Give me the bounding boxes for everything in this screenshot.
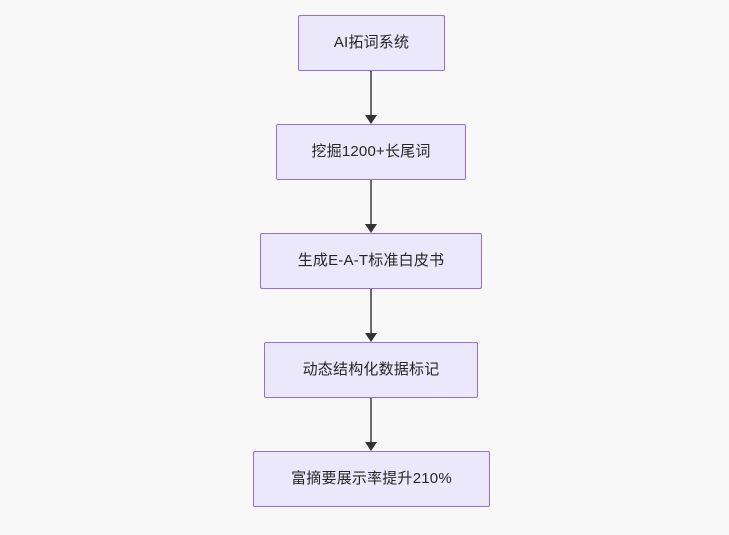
- flow-edge-2-3: [365, 180, 377, 233]
- edge-line: [370, 71, 372, 116]
- flow-node-dynamic-structured-data-markup[interactable]: 动态结构化数据标记: [264, 342, 478, 398]
- arrowhead-icon: [365, 115, 377, 124]
- flow-node-label: 生成E-A-T标准白皮书: [297, 252, 445, 269]
- flow-node-ai-keyword-system[interactable]: AI拓词系统: [298, 15, 445, 71]
- flow-node-label: 动态结构化数据标记: [302, 361, 440, 378]
- edge-line: [370, 180, 372, 225]
- arrowhead-icon: [365, 224, 377, 233]
- arrowhead-icon: [365, 333, 377, 342]
- flow-edge-1-2: [365, 71, 377, 124]
- flow-edge-4-5: [365, 398, 377, 451]
- flow-node-generate-eat-whitepaper[interactable]: 生成E-A-T标准白皮书: [260, 233, 482, 289]
- arrowhead-icon: [365, 442, 377, 451]
- flow-node-label: 挖掘1200+长尾词: [311, 143, 431, 160]
- flow-node-label: AI拓词系统: [333, 34, 410, 51]
- flow-node-rich-snippet-impression-lift[interactable]: 富摘要展示率提升210%: [253, 451, 490, 507]
- flow-edge-3-4: [365, 289, 377, 342]
- flow-node-mine-longtail-keywords[interactable]: 挖掘1200+长尾词: [276, 124, 466, 180]
- flow-node-label: 富摘要展示率提升210%: [291, 470, 452, 487]
- edge-line: [370, 289, 372, 334]
- edge-line: [370, 398, 372, 443]
